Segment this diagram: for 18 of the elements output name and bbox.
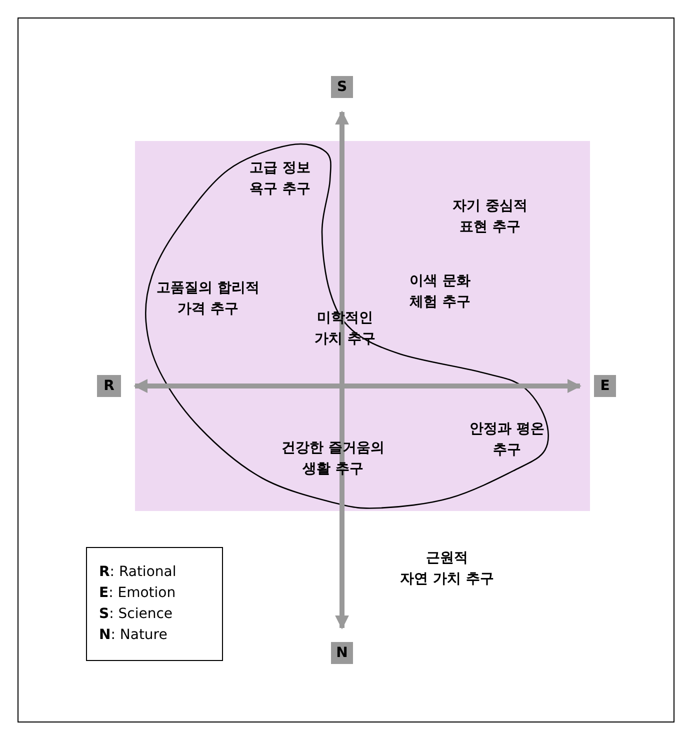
- legend-entry: E: Emotion: [99, 584, 177, 603]
- legend-entry: N: Nature: [99, 626, 168, 645]
- double-arrow: [335, 110, 349, 630]
- axis-pole-label: R: [97, 375, 121, 397]
- region-label: 안정과 평온 추구: [470, 420, 544, 460]
- axis-pole-label: S: [331, 76, 353, 98]
- double-arrow: [134, 379, 582, 393]
- legend-entry: S: Science: [99, 605, 174, 624]
- legend-box: [86, 547, 223, 661]
- legend-entry: R: Rational: [99, 563, 178, 582]
- axis-pole-label: N: [331, 642, 353, 664]
- region-label: 자기 중심적 표현 추구: [452, 197, 528, 237]
- region-label: 건강한 즐거움의 생활 추구: [282, 439, 384, 479]
- region-label: 이색 문화 체험 추구: [410, 272, 470, 312]
- axis-pole-label: E: [594, 375, 616, 397]
- region-label: 고급 정보 욕구 추구: [250, 159, 310, 199]
- region-label: 근원적 자연 가치 추구: [400, 549, 494, 589]
- region-label: 고품질의 합리적 가격 추구: [156, 279, 260, 319]
